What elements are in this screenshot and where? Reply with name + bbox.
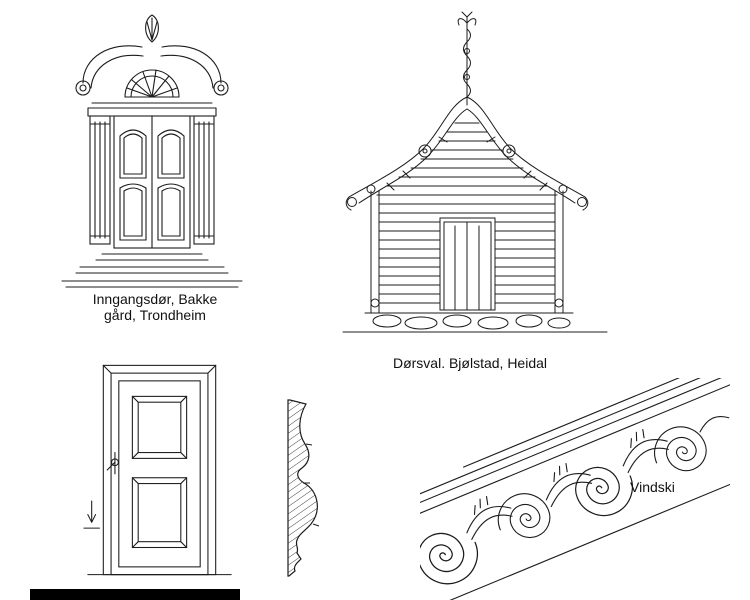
figure-entrance-door — [52, 4, 252, 294]
entrance-door-drawing — [61, 14, 243, 288]
doorway-gable-drawing — [342, 11, 608, 333]
plain-door-drawing — [83, 364, 232, 576]
scan-artifact-bar — [30, 589, 240, 600]
caption-doorway-gable-text: Dørsval. Bjølstad, Heidal — [392, 355, 548, 371]
caption-entrance-door-line1: Inngangsdør, Bakke — [92, 291, 218, 307]
figure-doorway-gable — [335, 5, 615, 337]
moulding-profile-drawing — [287, 399, 320, 577]
figure-moulding-profile — [266, 390, 336, 585]
figure-bargeboard — [420, 378, 730, 600]
bargeboard-drawing — [420, 378, 730, 600]
caption-doorway-gable: Dørsval. Bjølstad, Heidal — [360, 355, 580, 371]
figure-plain-door — [82, 356, 237, 584]
caption-entrance-door-line2: gård, Trondheim — [104, 307, 206, 324]
caption-entrance-door: Inngangsdør, Bakke gård, Trondheim — [55, 291, 255, 323]
caption-bargeboard-text: Vindski — [630, 479, 675, 495]
caption-bargeboard: Vindski — [630, 479, 675, 495]
